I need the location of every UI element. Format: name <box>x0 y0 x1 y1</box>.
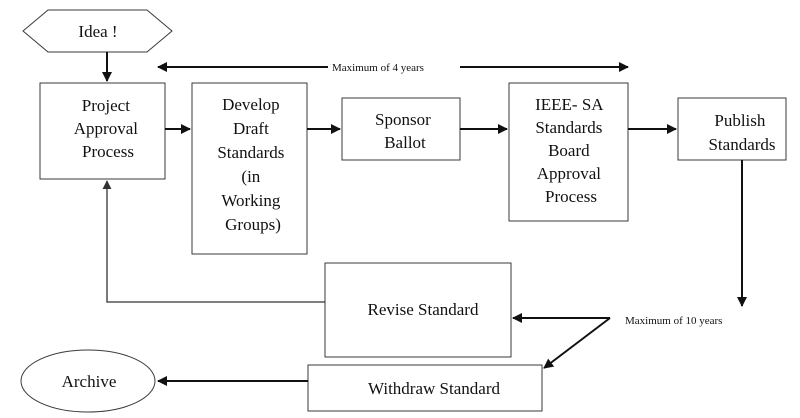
idea-node <box>22 9 173 53</box>
publish-box <box>677 97 787 161</box>
archive-node <box>20 349 156 413</box>
project-approval-box <box>39 82 166 180</box>
develop-draft-box <box>191 82 308 255</box>
revise-label: Revise Standard <box>368 300 479 319</box>
sponsor-ballot-label: Sponsor Ballot <box>375 110 435 152</box>
ieee-board-box <box>508 82 629 222</box>
max-10-years-note: Maximum of 10 years <box>625 315 722 327</box>
arrow-branch-to-withdraw <box>543 317 611 369</box>
project-approval-label: Project Approval Process <box>74 96 142 161</box>
idea-label: Idea ! <box>78 22 117 41</box>
arrow-revise-to-project <box>102 180 325 303</box>
withdraw-label: Withdraw Standard <box>368 379 500 398</box>
withdraw-box <box>307 364 543 412</box>
max-4-years-note: Maximum of 4 years <box>332 62 424 74</box>
revise-box <box>324 262 512 358</box>
archive-label: Archive <box>62 372 117 391</box>
develop-draft-label: Develop Draft Standards (in Working Grou… <box>217 95 288 234</box>
ieee-board-label: IEEE- SA Standards Board Approval Proces… <box>535 95 607 206</box>
publish-label: Publish Standards <box>708 111 775 154</box>
sponsor-ballot-box <box>341 97 461 161</box>
